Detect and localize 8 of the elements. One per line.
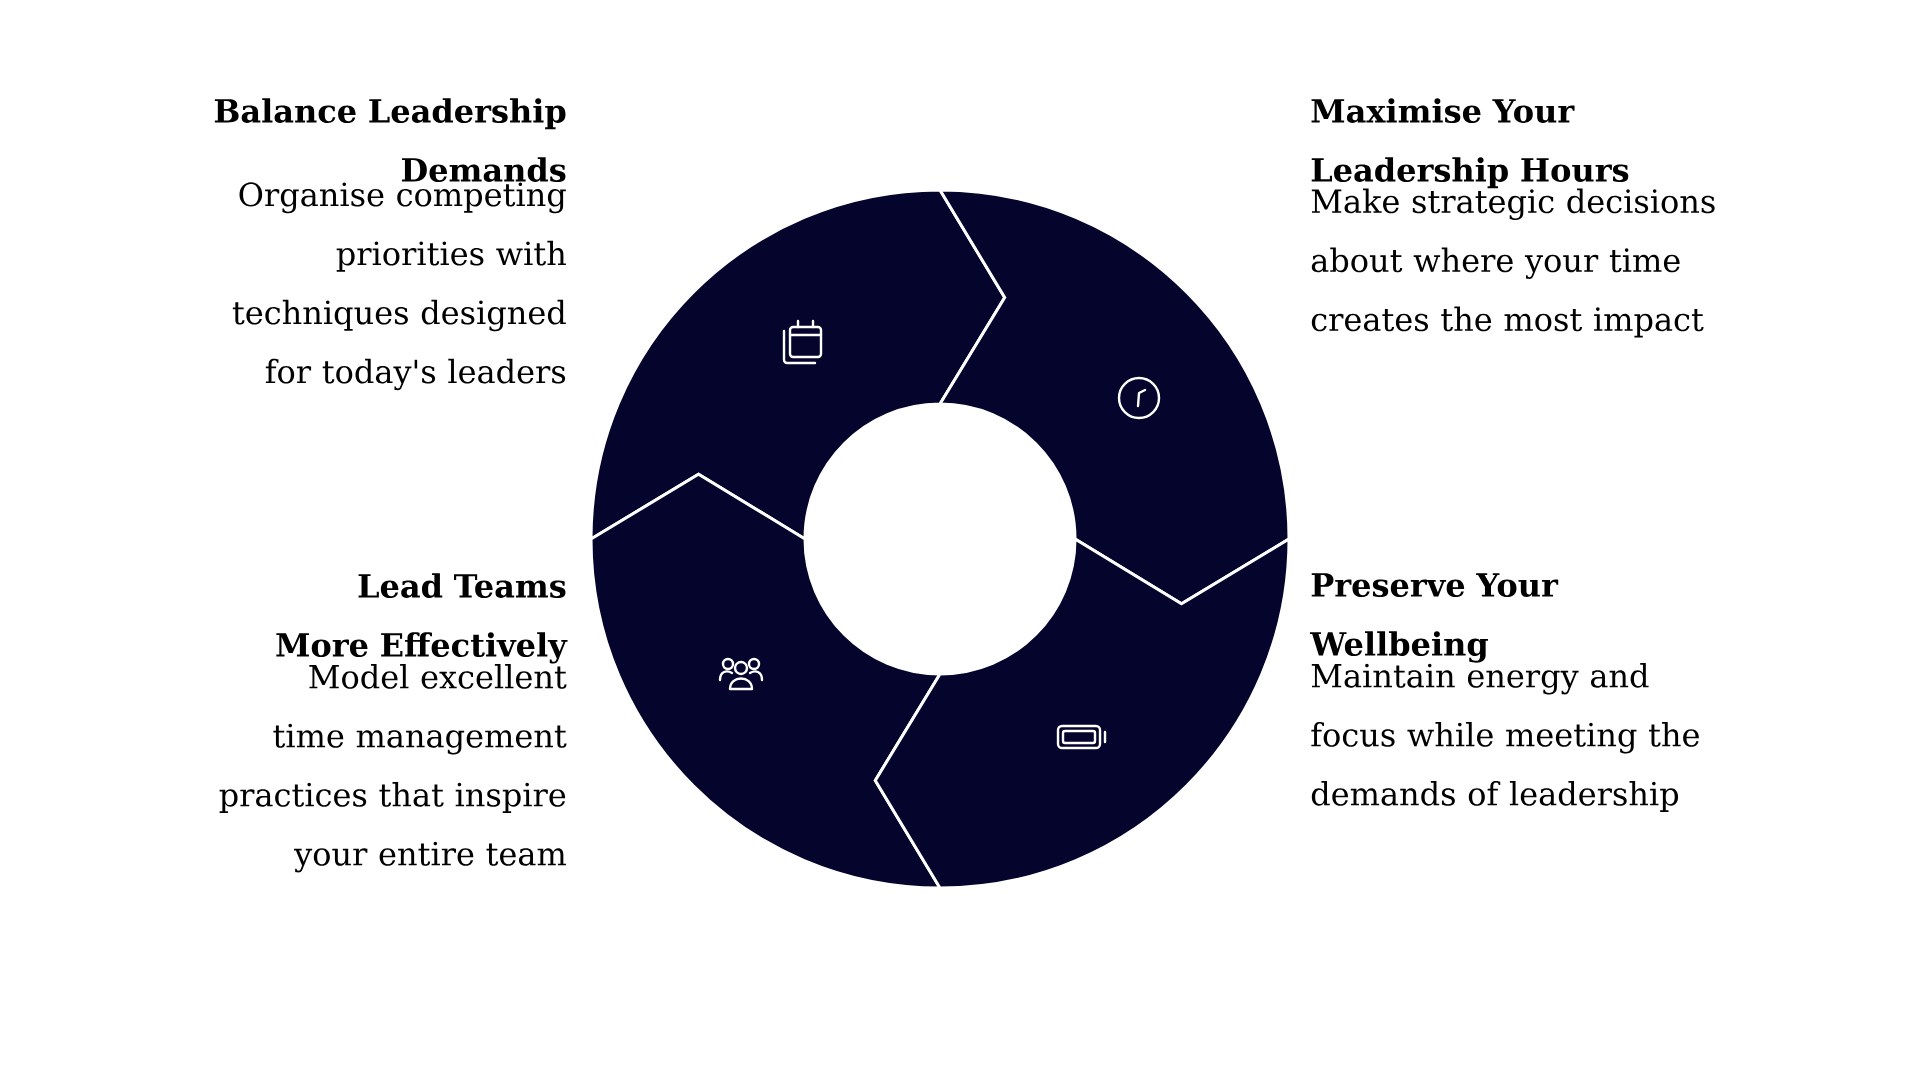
description-text: Organise competing priorities with techniques designed for today's leaders	[232, 182, 566, 391]
description-text: Make strategic decisions about where your time creates the most impact	[1311, 188, 1715, 338]
description-text: Model excellent time management practices that inspire your entire team	[219, 664, 567, 873]
heading-text: Preserve Your Wellbeing	[1309, 573, 1559, 663]
heading-text: Balance Leadership Demands	[214, 98, 566, 182]
description-text: Maintain energy and focus while meeting the demands of leadership	[1311, 663, 1699, 812]
heading-text: Lead Teams More Effectively	[276, 573, 568, 664]
heading-text: Maximise Your Leadership Hours	[1311, 98, 1629, 189]
